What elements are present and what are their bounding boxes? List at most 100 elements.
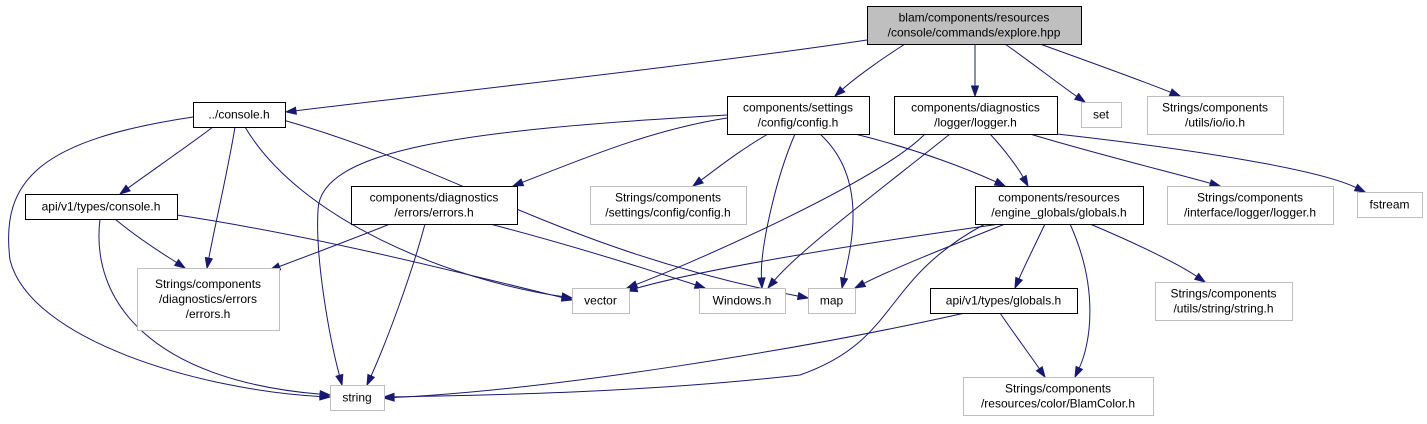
- arrowhead: [1193, 272, 1207, 283]
- arrowhead: [1074, 365, 1084, 379]
- node-console_h[interactable]: ../console.h: [193, 102, 286, 128]
- node-map[interactable]: map: [808, 288, 856, 314]
- arrowhead: [757, 277, 766, 290]
- node-box: [572, 288, 630, 314]
- arrowhead: [691, 176, 704, 187]
- node-config_h[interactable]: components/settings/config/config.h: [727, 96, 870, 135]
- edge-line: [1029, 133, 1211, 184]
- edge-line: [317, 114, 728, 376]
- node-str_blamcolor[interactable]: Strings/components/resources/color/BlamC…: [963, 377, 1154, 416]
- node-label-line: Strings/components: [1197, 191, 1303, 205]
- node-box: [1147, 96, 1284, 135]
- node-fstream[interactable]: fstream: [1357, 192, 1423, 218]
- node-label-line: /console/commands/explore.hpp: [888, 26, 1061, 40]
- edge-line: [1069, 223, 1091, 369]
- edge-line: [279, 223, 391, 267]
- node-box: [808, 288, 856, 314]
- edge-config_h-to-globals_h: [854, 133, 1007, 187]
- edge-globals_h-to-api_globals: [1014, 223, 1046, 290]
- edge-line: [208, 126, 236, 259]
- edge-api_globals-to-string: [382, 312, 966, 402]
- edge-line: [1056, 133, 1357, 189]
- node-label-line: set: [1093, 108, 1110, 122]
- edge-line: [863, 223, 1006, 284]
- arrowhead: [560, 293, 574, 302]
- edge-line: [1089, 223, 1198, 277]
- node-str_config[interactable]: Strings/components/settings/config/confi…: [590, 186, 747, 225]
- node-label-line: /interface/logger/logger.h: [1184, 206, 1316, 220]
- node-box: [351, 186, 518, 225]
- node-label-line: api/v1/types/console.h: [42, 200, 161, 214]
- edge-api_console-to-vector: [176, 214, 574, 302]
- node-vector[interactable]: vector: [572, 288, 630, 314]
- arrowhead: [284, 106, 297, 115]
- node-box: [137, 268, 280, 331]
- node-label-line: Strings/components: [1162, 101, 1268, 115]
- node-str_errors[interactable]: Strings/components/diagnostics/errors/er…: [137, 268, 280, 331]
- node-label-line: blam/components/resources: [899, 11, 1050, 25]
- node-label-line: fstream: [1369, 198, 1409, 212]
- node-str_io[interactable]: Strings/components/utils/io/io.h: [1147, 96, 1284, 135]
- node-label-line: /resources/color/BlamColor.h: [981, 397, 1135, 411]
- node-box: [330, 385, 385, 411]
- node-label-line: /settings/config/config.h: [605, 206, 730, 220]
- node-box: [894, 96, 1058, 135]
- node-box: [1357, 192, 1423, 218]
- node-set[interactable]: set: [1081, 102, 1122, 128]
- node-label-line: /errors.h: [186, 307, 231, 321]
- arrowhead: [1073, 92, 1087, 103]
- node-label-line: /engine_globals/globals.h: [991, 206, 1126, 220]
- node-label-line: Strings/components: [615, 191, 721, 205]
- node-box: [1155, 282, 1293, 321]
- node-label-line: ../console.h: [208, 108, 269, 122]
- node-label-line: api/v1/types/globals.h: [946, 294, 1061, 308]
- arrowhead: [840, 276, 849, 290]
- node-logger_h[interactable]: components/diagnostics/logger/logger.h: [894, 96, 1058, 135]
- edge-line: [854, 133, 997, 183]
- edge-line: [774, 133, 951, 281]
- node-string[interactable]: string: [330, 385, 385, 411]
- edge-globals_h-to-string: [382, 223, 986, 402]
- edge-line: [1018, 223, 1046, 280]
- edge-config_h-to-string: [317, 114, 728, 387]
- node-windows_h[interactable]: Windows.h: [699, 288, 786, 314]
- edge-globals_h-to-vector: [625, 223, 1001, 293]
- edge-config_h-to-str_config: [691, 133, 769, 187]
- arrowhead: [1035, 365, 1046, 379]
- edge-line: [636, 133, 926, 285]
- node-errors_h[interactable]: components/diagnostics/errors/errors.h: [351, 186, 518, 225]
- edge-explore-to-set: [1004, 43, 1087, 103]
- node-str_string[interactable]: Strings/components/utils/string/string.h: [1155, 282, 1293, 321]
- node-label-line: components/diagnostics: [911, 101, 1040, 115]
- node-label-line: /utils/string/string.h: [1173, 302, 1273, 316]
- edge-explore-to-str_io: [1039, 43, 1182, 97]
- node-globals_h[interactable]: components/resources/engine_globals/glob…: [975, 186, 1144, 225]
- arrowhead: [173, 258, 187, 269]
- node-api_console[interactable]: api/v1/types/console.h: [25, 194, 178, 220]
- edge-line: [393, 312, 966, 399]
- edges-layer: [8, 39, 1367, 402]
- node-api_globals[interactable]: api/v1/types/globals.h: [930, 288, 1078, 314]
- node-label-line: /utils/io/io.h: [1185, 116, 1245, 130]
- nodes-layer: blam/components/resources/console/comman…: [25, 6, 1423, 416]
- node-label-line: vector: [584, 294, 617, 308]
- edge-line: [700, 133, 769, 181]
- edge-api_console-to-string: [98, 218, 332, 399]
- edge-line: [114, 218, 177, 263]
- edge-line: [244, 126, 563, 298]
- edge-errors_h-to-windows_h: [489, 223, 707, 289]
- edge-line: [989, 133, 1024, 178]
- edge-api_globals-to-str_blamcolor: [999, 312, 1046, 379]
- node-explore[interactable]: blam/components/resources/console/comman…: [867, 6, 1082, 45]
- edge-logger_h-to-windows_h: [767, 133, 951, 290]
- edge-line: [176, 214, 563, 299]
- node-str_logger[interactable]: Strings/components/interface/logger/logg…: [1167, 186, 1334, 225]
- edge-console_h-to-string: [8, 116, 332, 401]
- edge-logger_h-to-globals_h: [989, 133, 1029, 188]
- node-label-line: /logger/logger.h: [934, 116, 1017, 130]
- edge-line: [819, 133, 854, 279]
- node-box: [25, 194, 178, 220]
- node-box: [963, 377, 1154, 416]
- edge-line: [1004, 43, 1078, 97]
- node-label-line: string: [342, 391, 371, 405]
